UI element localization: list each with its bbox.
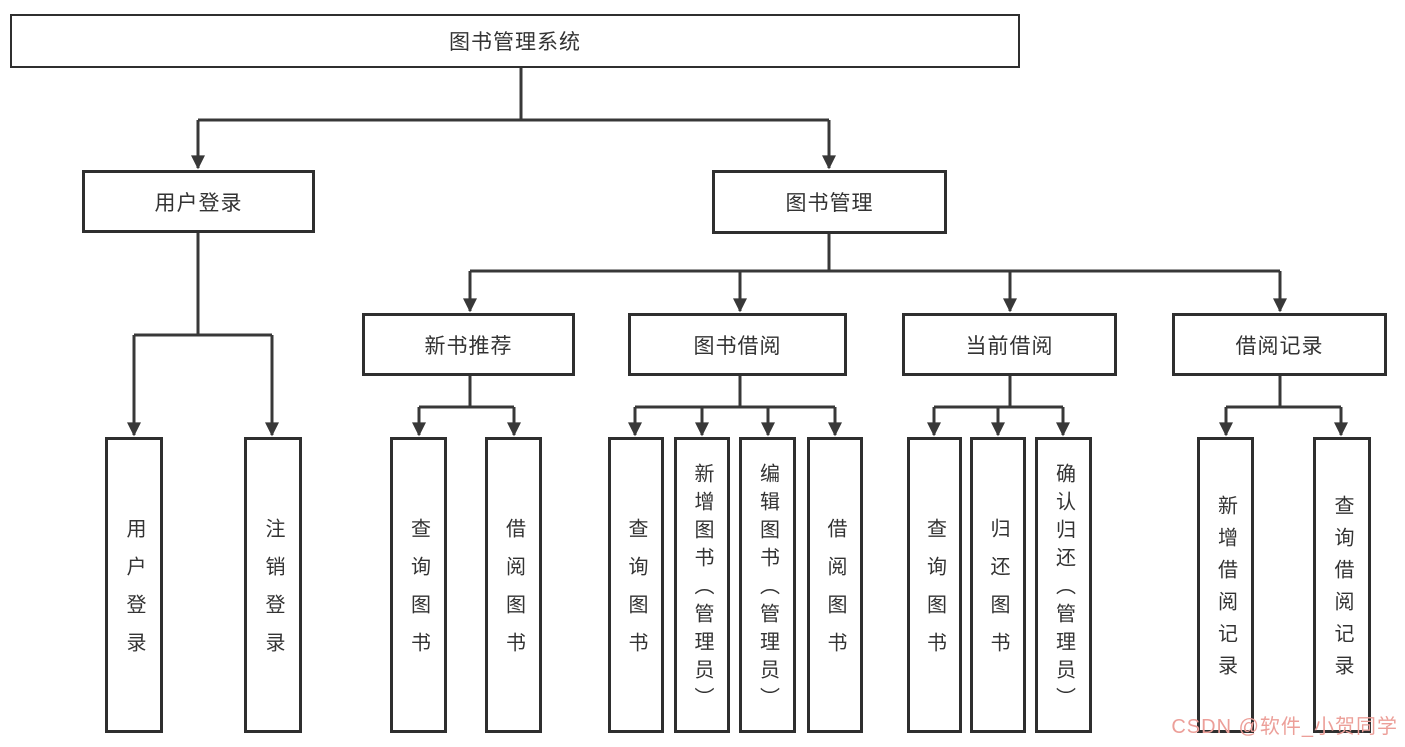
leaf-add-books-admin: 新增图书（管理员） bbox=[674, 437, 730, 733]
leaf-add-borrow-record: 新增借阅记录 bbox=[1197, 437, 1254, 733]
node-borrowing-records: 借阅记录 bbox=[1172, 313, 1387, 376]
leaf-return-books: 归还图书 bbox=[970, 437, 1026, 733]
leaf-query-books-current: 查询图书 bbox=[907, 437, 962, 733]
node-label: 新书推荐 bbox=[424, 334, 513, 358]
leaf-query-books-borrowing: 查询图书 bbox=[608, 437, 664, 733]
leaf-query-borrow-record: 查询借阅记录 bbox=[1313, 437, 1371, 733]
node-root-system: 图书管理系统 bbox=[10, 14, 1020, 68]
node-book-management: 图书管理 bbox=[712, 170, 947, 234]
node-label: 编辑图书（管理员） bbox=[756, 463, 779, 715]
node-label: 借阅记录 bbox=[1235, 334, 1324, 358]
node-label: 新增借阅记录 bbox=[1214, 495, 1237, 687]
node-label: 借阅图书 bbox=[824, 518, 846, 670]
leaf-user-login-action: 用户登录 bbox=[105, 437, 163, 733]
connector-segments bbox=[127, 68, 1348, 437]
leaf-confirm-return-admin: 确认归还（管理员） bbox=[1035, 437, 1092, 733]
node-label: 确认归还（管理员） bbox=[1052, 463, 1075, 715]
node-new-book-recommend: 新书推荐 bbox=[362, 313, 575, 376]
leaf-borrow-books-recommend: 借阅图书 bbox=[485, 437, 542, 733]
node-label: 查询图书 bbox=[923, 518, 946, 670]
leaf-borrow-books: 借阅图书 bbox=[807, 437, 863, 733]
node-label: 查询借阅记录 bbox=[1331, 495, 1353, 687]
node-label: 图书管理系统 bbox=[449, 31, 581, 54]
node-book-borrowing: 图书借阅 bbox=[628, 313, 847, 376]
node-label: 用户登录 bbox=[154, 191, 243, 215]
node-label: 当前借阅 bbox=[965, 334, 1054, 358]
node-label: 借阅图书 bbox=[502, 518, 525, 670]
node-label: 用户登录 bbox=[123, 518, 145, 670]
leaf-edit-books-admin: 编辑图书（管理员） bbox=[739, 437, 796, 733]
node-label: 图书借阅 bbox=[693, 334, 782, 358]
leaf-query-books-recommend: 查询图书 bbox=[390, 437, 447, 733]
node-label: 图书管理 bbox=[785, 192, 874, 215]
node-current-borrowing: 当前借阅 bbox=[902, 313, 1117, 376]
node-label: 查询图书 bbox=[625, 518, 647, 670]
node-user-login: 用户登录 bbox=[82, 170, 315, 233]
node-label: 归还图书 bbox=[987, 518, 1009, 670]
node-label: 新增图书（管理员） bbox=[691, 463, 713, 715]
csdn-watermark: CSDN @软件_小贺同学 bbox=[1171, 716, 1398, 738]
connector-arrows bbox=[127, 120, 1348, 437]
leaf-logout: 注销登录 bbox=[244, 437, 302, 733]
node-label: 查询图书 bbox=[407, 518, 430, 670]
node-label: 注销登录 bbox=[262, 518, 284, 670]
